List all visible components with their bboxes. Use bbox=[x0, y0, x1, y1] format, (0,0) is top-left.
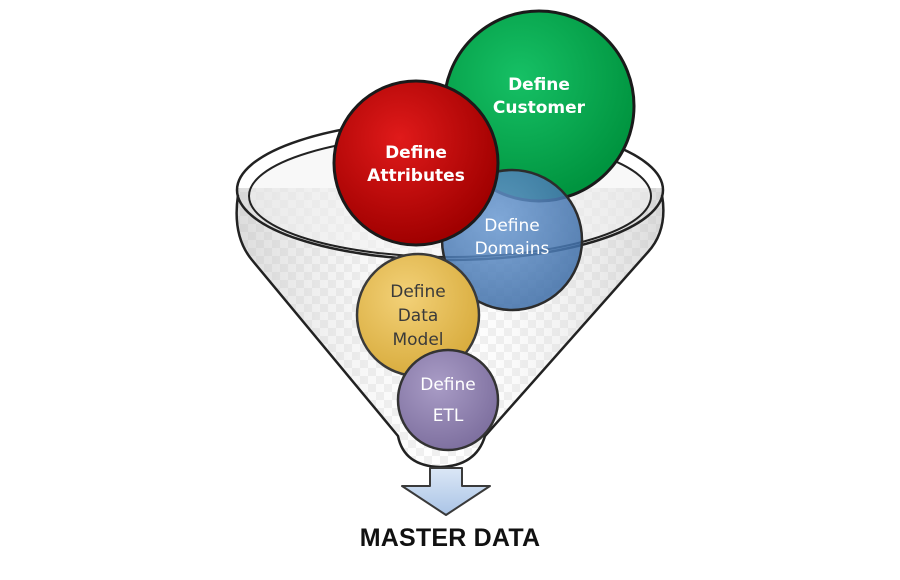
circle-data-model-label-2: Data bbox=[398, 306, 439, 326]
circle-domains-label-1: Define bbox=[484, 216, 540, 236]
circle-attributes-label-1: Define bbox=[385, 143, 447, 163]
circle-data-model-label-1: Define bbox=[390, 282, 446, 302]
circle-domains-label-2: Domains bbox=[475, 239, 550, 259]
circle-customer-label-1: Define bbox=[508, 75, 570, 95]
circle-etl: Define ETL bbox=[396, 348, 500, 452]
circle-attributes-label-2: Attributes bbox=[367, 166, 465, 186]
circle-attributes: Define Attributes bbox=[332, 79, 500, 247]
circle-etl-label-1: Define bbox=[420, 375, 476, 395]
down-arrow-icon bbox=[401, 467, 491, 516]
circle-etl-label-2: ETL bbox=[433, 406, 464, 426]
funnel-outline bbox=[235, 194, 665, 469]
master-data-label: MASTER DATA bbox=[359, 524, 541, 552]
circle-customer-label-2: Customer bbox=[493, 98, 586, 118]
circle-data-model-label-3: Model bbox=[392, 330, 443, 350]
